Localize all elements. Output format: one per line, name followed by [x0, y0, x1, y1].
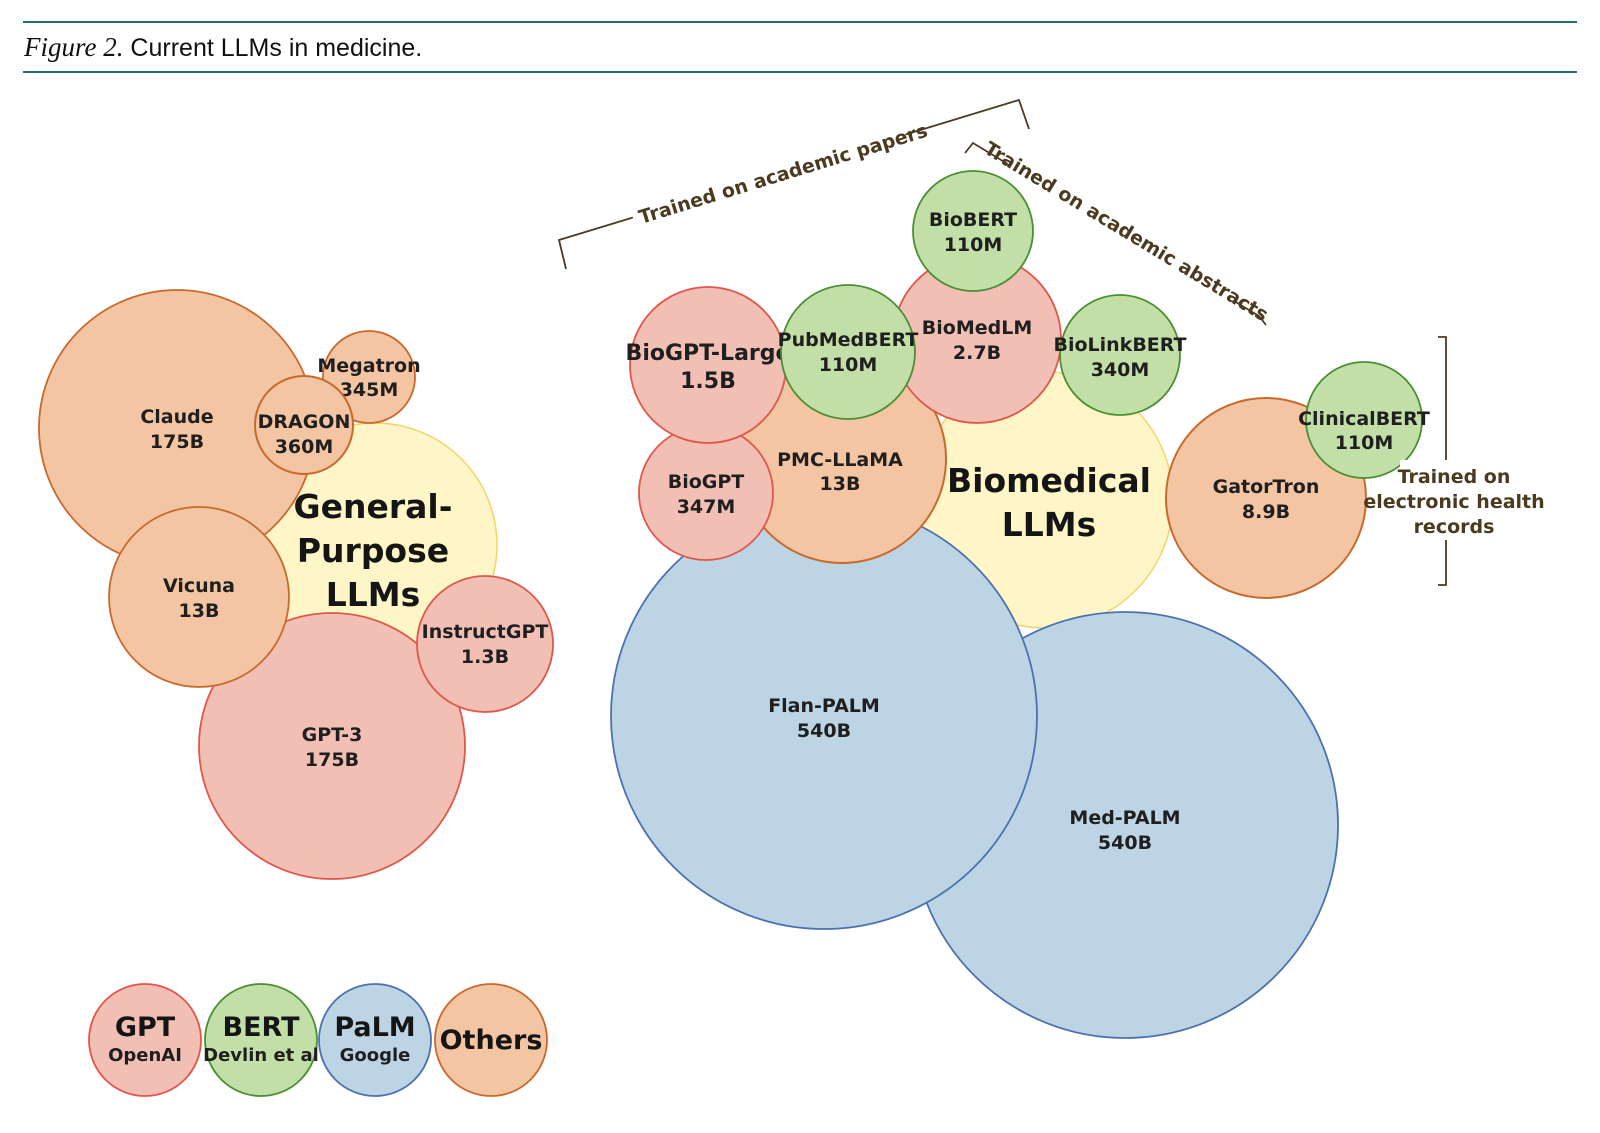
gatortron-name: GatorTron [1213, 476, 1320, 498]
bubble-vicuna: Vicuna 13B [108, 506, 290, 688]
caption-text: Current LLMs in medicine. [123, 34, 422, 62]
legend-bert: BERT Devlin et al [203, 983, 319, 1097]
med-palm-name: Med-PALM [1069, 807, 1180, 829]
ehr-label-line1: Trained on [1398, 466, 1511, 488]
clinicalbert-size: 110M [1335, 432, 1394, 454]
caption-label: Figure 2. [23, 32, 123, 62]
gpt3-name: GPT-3 [302, 724, 363, 746]
clinicalbert-name: ClinicalBERT [1298, 408, 1430, 430]
flan-palm-size: 540B [797, 720, 851, 742]
general-purpose-label-line2: Purpose [297, 531, 449, 570]
biomedlm-name: BioMedLM [922, 317, 1032, 339]
claude-size: 175B [150, 431, 204, 453]
biogpt-name: BioGPT [668, 471, 745, 493]
bubble-clinicalbert: ClinicalBERT 110M [1298, 361, 1430, 479]
biomedical-label-line2: LLMs [1002, 505, 1097, 544]
legend-bert-main: BERT [222, 1012, 300, 1043]
academic-abstracts-bracket-gap [1005, 143, 1247, 306]
biomedlm-size: 2.7B [953, 342, 1001, 364]
bubble-gpt3: GPT-3 175B [198, 612, 466, 880]
ehr-label-line2: electronic health [1363, 491, 1544, 513]
legend-gpt: GPT OpenAI [88, 983, 202, 1097]
instructgpt-size: 1.3B [461, 646, 509, 668]
vicuna-size: 13B [179, 600, 220, 622]
legend-palm: PaLM Google [318, 983, 432, 1097]
flan-palm-name: Flan-PALM [768, 695, 880, 717]
dragon-name: DRAGON [258, 411, 351, 433]
megatron-name: Megatron [317, 355, 420, 377]
bubble-biogpt: BioGPT 347M [638, 425, 774, 561]
general-purpose-label-line1: General- [294, 487, 453, 526]
biolinkbert-size: 340M [1091, 359, 1150, 381]
legend-palm-sub: Google [340, 1045, 411, 1066]
bubble-claude: Claude 175B [38, 289, 316, 567]
bubble-biogpt-large: BioGPT-Large 1.5B [626, 286, 791, 444]
dragon-size: 360M [275, 436, 334, 458]
bubble-biobert: BioBERT 110M [912, 170, 1034, 292]
general-purpose-label-line3: LLMs [326, 575, 421, 614]
ehr-bracket-gap [1400, 460, 1510, 540]
megatron-size: 345M [340, 379, 399, 401]
bubble-dragon: DRAGON 360M [254, 375, 354, 475]
pmc-llama-size: 13B [820, 473, 861, 495]
legend-others: Others [434, 983, 548, 1097]
bubble-pubmedbert: PubMedBERT 110M [778, 284, 919, 420]
legend-gpt-sub: OpenAI [108, 1045, 182, 1066]
bubble-biolinkbert: BioLinkBERT 340M [1053, 294, 1187, 416]
pmc-llama-name: PMC-LLaMA [777, 449, 903, 471]
bubble-flan-palm: Flan-PALM 540B [610, 502, 1038, 930]
vicuna-name: Vicuna [163, 575, 235, 597]
biogpt-large-size: 1.5B [680, 369, 736, 394]
bubble-instructgpt: InstructGPT 1.3B [416, 575, 554, 713]
legend-palm-main: PaLM [334, 1012, 415, 1043]
instructgpt-name: InstructGPT [422, 621, 549, 643]
gpt3-size: 175B [305, 749, 359, 771]
biogpt-large-name: BioGPT-Large [626, 341, 791, 366]
academic-papers-bracket-gap [625, 109, 920, 265]
claude-name: Claude [140, 406, 213, 428]
gatortron-size: 8.9B [1242, 501, 1290, 523]
biobert-name: BioBERT [929, 209, 1017, 231]
pubmedbert-size: 110M [819, 354, 878, 376]
pubmedbert-name: PubMedBERT [778, 329, 919, 351]
legend-others-main: Others [440, 1025, 543, 1056]
legend: GPT OpenAI BERT Devlin et al PaLM Google… [88, 983, 548, 1097]
legend-bert-sub: Devlin et al [203, 1045, 319, 1066]
biobert-size: 110M [944, 234, 1003, 256]
med-palm-size: 540B [1098, 832, 1152, 854]
biolinkbert-name: BioLinkBERT [1053, 334, 1186, 356]
biogpt-size: 347M [677, 496, 736, 518]
figure-caption: Figure 2. Current LLMs in medicine. [23, 32, 422, 62]
legend-gpt-main: GPT [115, 1012, 176, 1043]
biomedical-label-line1: Biomedical [947, 461, 1151, 500]
ehr-label-line3: records [1414, 516, 1495, 538]
